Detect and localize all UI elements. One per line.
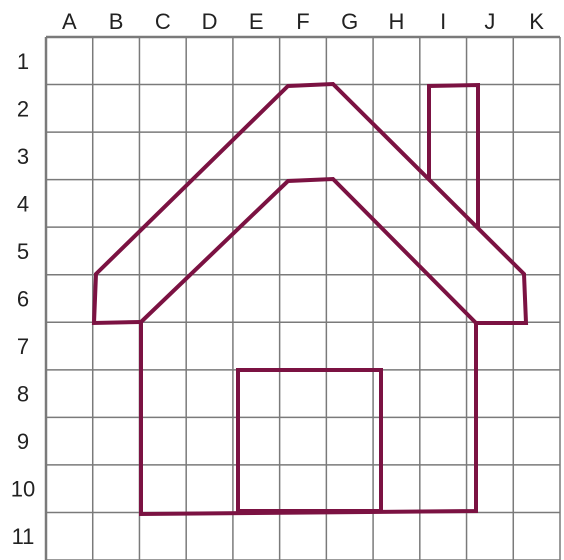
house-drawing — [94, 84, 526, 514]
inner-roof-line — [141, 179, 476, 323]
column-label: B — [109, 9, 124, 34]
row-label: 7 — [17, 334, 29, 359]
outer-roof-outline — [94, 84, 526, 323]
row-label: 4 — [17, 191, 29, 216]
column-label: J — [484, 9, 495, 34]
door — [238, 370, 381, 511]
column-label: A — [62, 9, 77, 34]
column-label: D — [202, 9, 218, 34]
column-labels: A B C D E F G H I J K — [62, 9, 544, 34]
row-label: 2 — [17, 96, 29, 121]
column-label: H — [389, 9, 405, 34]
row-label: 5 — [17, 239, 29, 264]
column-label: I — [440, 9, 446, 34]
column-label: F — [296, 9, 309, 34]
row-labels: 1 2 3 4 5 6 7 8 9 10 11 — [11, 49, 35, 549]
row-label: 11 — [12, 524, 35, 549]
row-label: 9 — [17, 429, 29, 454]
row-label: 8 — [17, 382, 29, 407]
row-label: 10 — [11, 477, 35, 502]
column-label: G — [341, 9, 358, 34]
column-label: C — [155, 9, 171, 34]
column-label: K — [529, 9, 544, 34]
row-label: 3 — [17, 144, 29, 169]
row-label: 1 — [17, 49, 29, 74]
grid-lines — [46, 37, 560, 560]
row-label: 6 — [17, 287, 29, 312]
column-label: E — [249, 9, 264, 34]
